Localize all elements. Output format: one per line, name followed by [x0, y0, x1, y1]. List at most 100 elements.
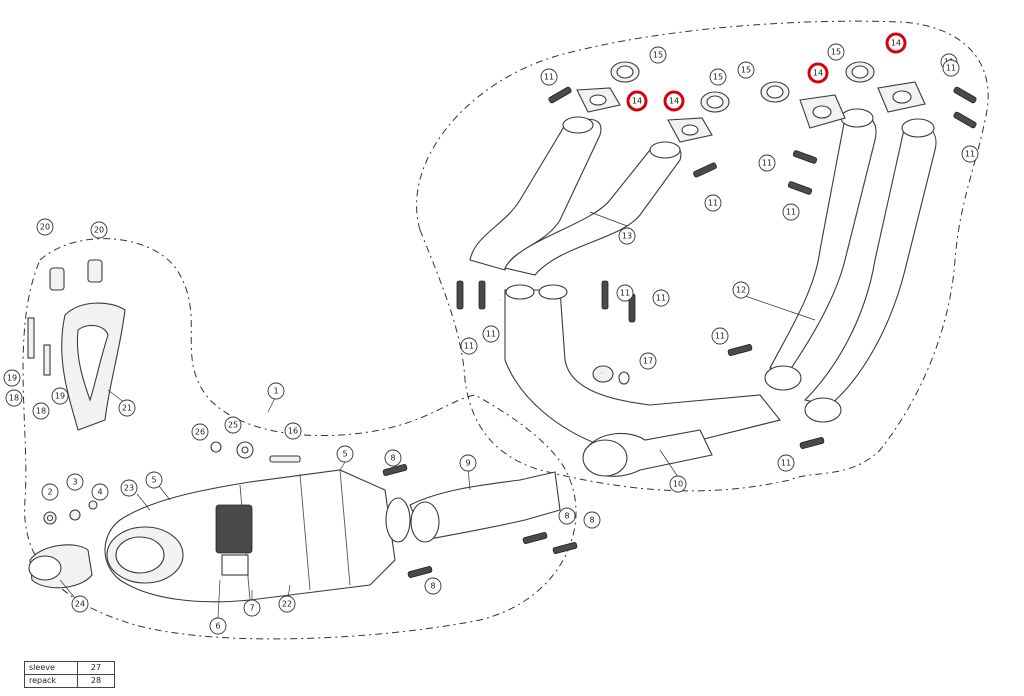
- callout-label: 8: [390, 454, 395, 463]
- callout-label: 21: [122, 404, 132, 413]
- callout-label: 11: [464, 342, 474, 351]
- callout-label: 11: [620, 289, 630, 298]
- callout-20[interactable]: 20: [36, 218, 54, 236]
- callout-14-highlighted[interactable]: 14: [663, 90, 685, 112]
- springs-11: [456, 86, 977, 449]
- callout-19[interactable]: 19: [3, 369, 21, 387]
- callout-11[interactable]: 11: [942, 59, 960, 77]
- hardware: [43, 441, 301, 525]
- callout-8[interactable]: 8: [384, 449, 402, 467]
- part-callouts: 1 2 3 4 5 5 6 7 8 8 8 8 9 10 11 11 11 11…: [3, 32, 979, 635]
- callout-10[interactable]: 10: [669, 475, 687, 493]
- callout-6[interactable]: 6: [209, 617, 227, 635]
- callout-14-highlighted[interactable]: 14: [807, 62, 829, 84]
- callout-label: 15: [741, 66, 751, 75]
- callout-label: 11: [544, 73, 554, 82]
- callout-8[interactable]: 8: [558, 507, 576, 525]
- callout-8[interactable]: 8: [424, 577, 442, 595]
- callout-11[interactable]: 11: [782, 203, 800, 221]
- callout-4[interactable]: 4: [91, 483, 109, 501]
- callout-12[interactable]: 12: [732, 281, 750, 299]
- callout-label: 8: [589, 516, 594, 525]
- callout-label: 20: [40, 223, 50, 232]
- header-assembly-boundary: [416, 20, 989, 492]
- callout-14-highlighted[interactable]: 14: [885, 32, 907, 54]
- callout-label: 14: [632, 97, 642, 106]
- callout-label: 15: [831, 48, 841, 57]
- callout-21[interactable]: 21: [118, 399, 136, 417]
- callout-label: 13: [622, 232, 632, 241]
- muffler-assembly-boundary: [22, 238, 577, 640]
- callout-9[interactable]: 9: [459, 454, 477, 472]
- legend-number: 27: [77, 661, 115, 675]
- callout-11[interactable]: 11: [961, 145, 979, 163]
- callout-label: 8: [430, 582, 435, 591]
- clamp-17: [592, 365, 614, 383]
- callout-24[interactable]: 24: [71, 595, 89, 613]
- callout-11[interactable]: 11: [758, 154, 776, 172]
- callout-17[interactable]: 17: [639, 352, 657, 370]
- callout-label: 23: [124, 484, 134, 493]
- callout-11[interactable]: 11: [540, 68, 558, 86]
- hanger-bracket: [27, 259, 126, 431]
- legend-number: 28: [77, 674, 115, 688]
- callout-11[interactable]: 11: [652, 289, 670, 307]
- callout-11[interactable]: 11: [777, 454, 795, 472]
- callout-19[interactable]: 19: [51, 387, 69, 405]
- callout-label: 7: [249, 604, 254, 613]
- callout-label: 11: [486, 330, 496, 339]
- exhaust-header-pipes: [469, 108, 937, 477]
- callout-23[interactable]: 23: [120, 479, 138, 497]
- callout-11[interactable]: 11: [704, 194, 722, 212]
- callout-3[interactable]: 3: [66, 473, 84, 491]
- callout-11[interactable]: 11: [616, 284, 634, 302]
- callout-7[interactable]: 7: [243, 599, 261, 617]
- callout-15[interactable]: 15: [649, 46, 667, 64]
- callout-label: 11: [946, 64, 956, 73]
- callout-2[interactable]: 2: [41, 483, 59, 501]
- leader-lines: [59, 211, 816, 619]
- legend-label: repack: [24, 674, 78, 688]
- callout-label: 22: [282, 600, 292, 609]
- legend-label: sleeve: [24, 661, 78, 675]
- callout-label: 1: [273, 387, 278, 396]
- callout-18[interactable]: 18: [5, 389, 23, 407]
- callout-20[interactable]: 20: [90, 221, 108, 239]
- callout-14-highlighted[interactable]: 14: [626, 90, 648, 112]
- callout-15[interactable]: 15: [737, 61, 755, 79]
- callout-label: 15: [713, 73, 723, 82]
- callout-label: 14: [669, 97, 679, 106]
- callout-label: 6: [215, 622, 220, 631]
- callout-label: 11: [965, 150, 975, 159]
- callout-label: 5: [342, 450, 347, 459]
- header-flanges: [576, 61, 926, 143]
- callout-label: 16: [288, 427, 298, 436]
- callout-label: 11: [715, 332, 725, 341]
- callout-13[interactable]: 13: [618, 227, 636, 245]
- callout-1[interactable]: 1: [267, 382, 285, 400]
- callout-8[interactable]: 8: [583, 511, 601, 529]
- callout-11[interactable]: 11: [711, 327, 729, 345]
- callout-label: 11: [656, 294, 666, 303]
- callout-22[interactable]: 22: [278, 595, 296, 613]
- callout-5[interactable]: 5: [145, 471, 163, 489]
- callout-25[interactable]: 25: [224, 416, 242, 434]
- callout-label: 18: [36, 407, 46, 416]
- callout-11[interactable]: 11: [460, 337, 478, 355]
- callout-11[interactable]: 11: [482, 325, 500, 343]
- callout-label: 2: [47, 488, 52, 497]
- callout-label: 10: [673, 480, 683, 489]
- callout-18[interactable]: 18: [32, 402, 50, 420]
- muffler: [28, 469, 561, 603]
- callout-label: 14: [813, 69, 823, 78]
- callout-label: 26: [195, 428, 205, 437]
- callout-15[interactable]: 15: [709, 68, 727, 86]
- callout-15[interactable]: 15: [827, 43, 845, 61]
- brand-badge: [215, 504, 253, 554]
- service-parts-legend: sleeve 27 repack 28: [24, 661, 115, 688]
- legend-row: repack 28: [24, 674, 115, 688]
- callout-26[interactable]: 26: [191, 423, 209, 441]
- callout-16[interactable]: 16: [284, 422, 302, 440]
- callout-label: 11: [781, 459, 791, 468]
- callout-5[interactable]: 5: [336, 445, 354, 463]
